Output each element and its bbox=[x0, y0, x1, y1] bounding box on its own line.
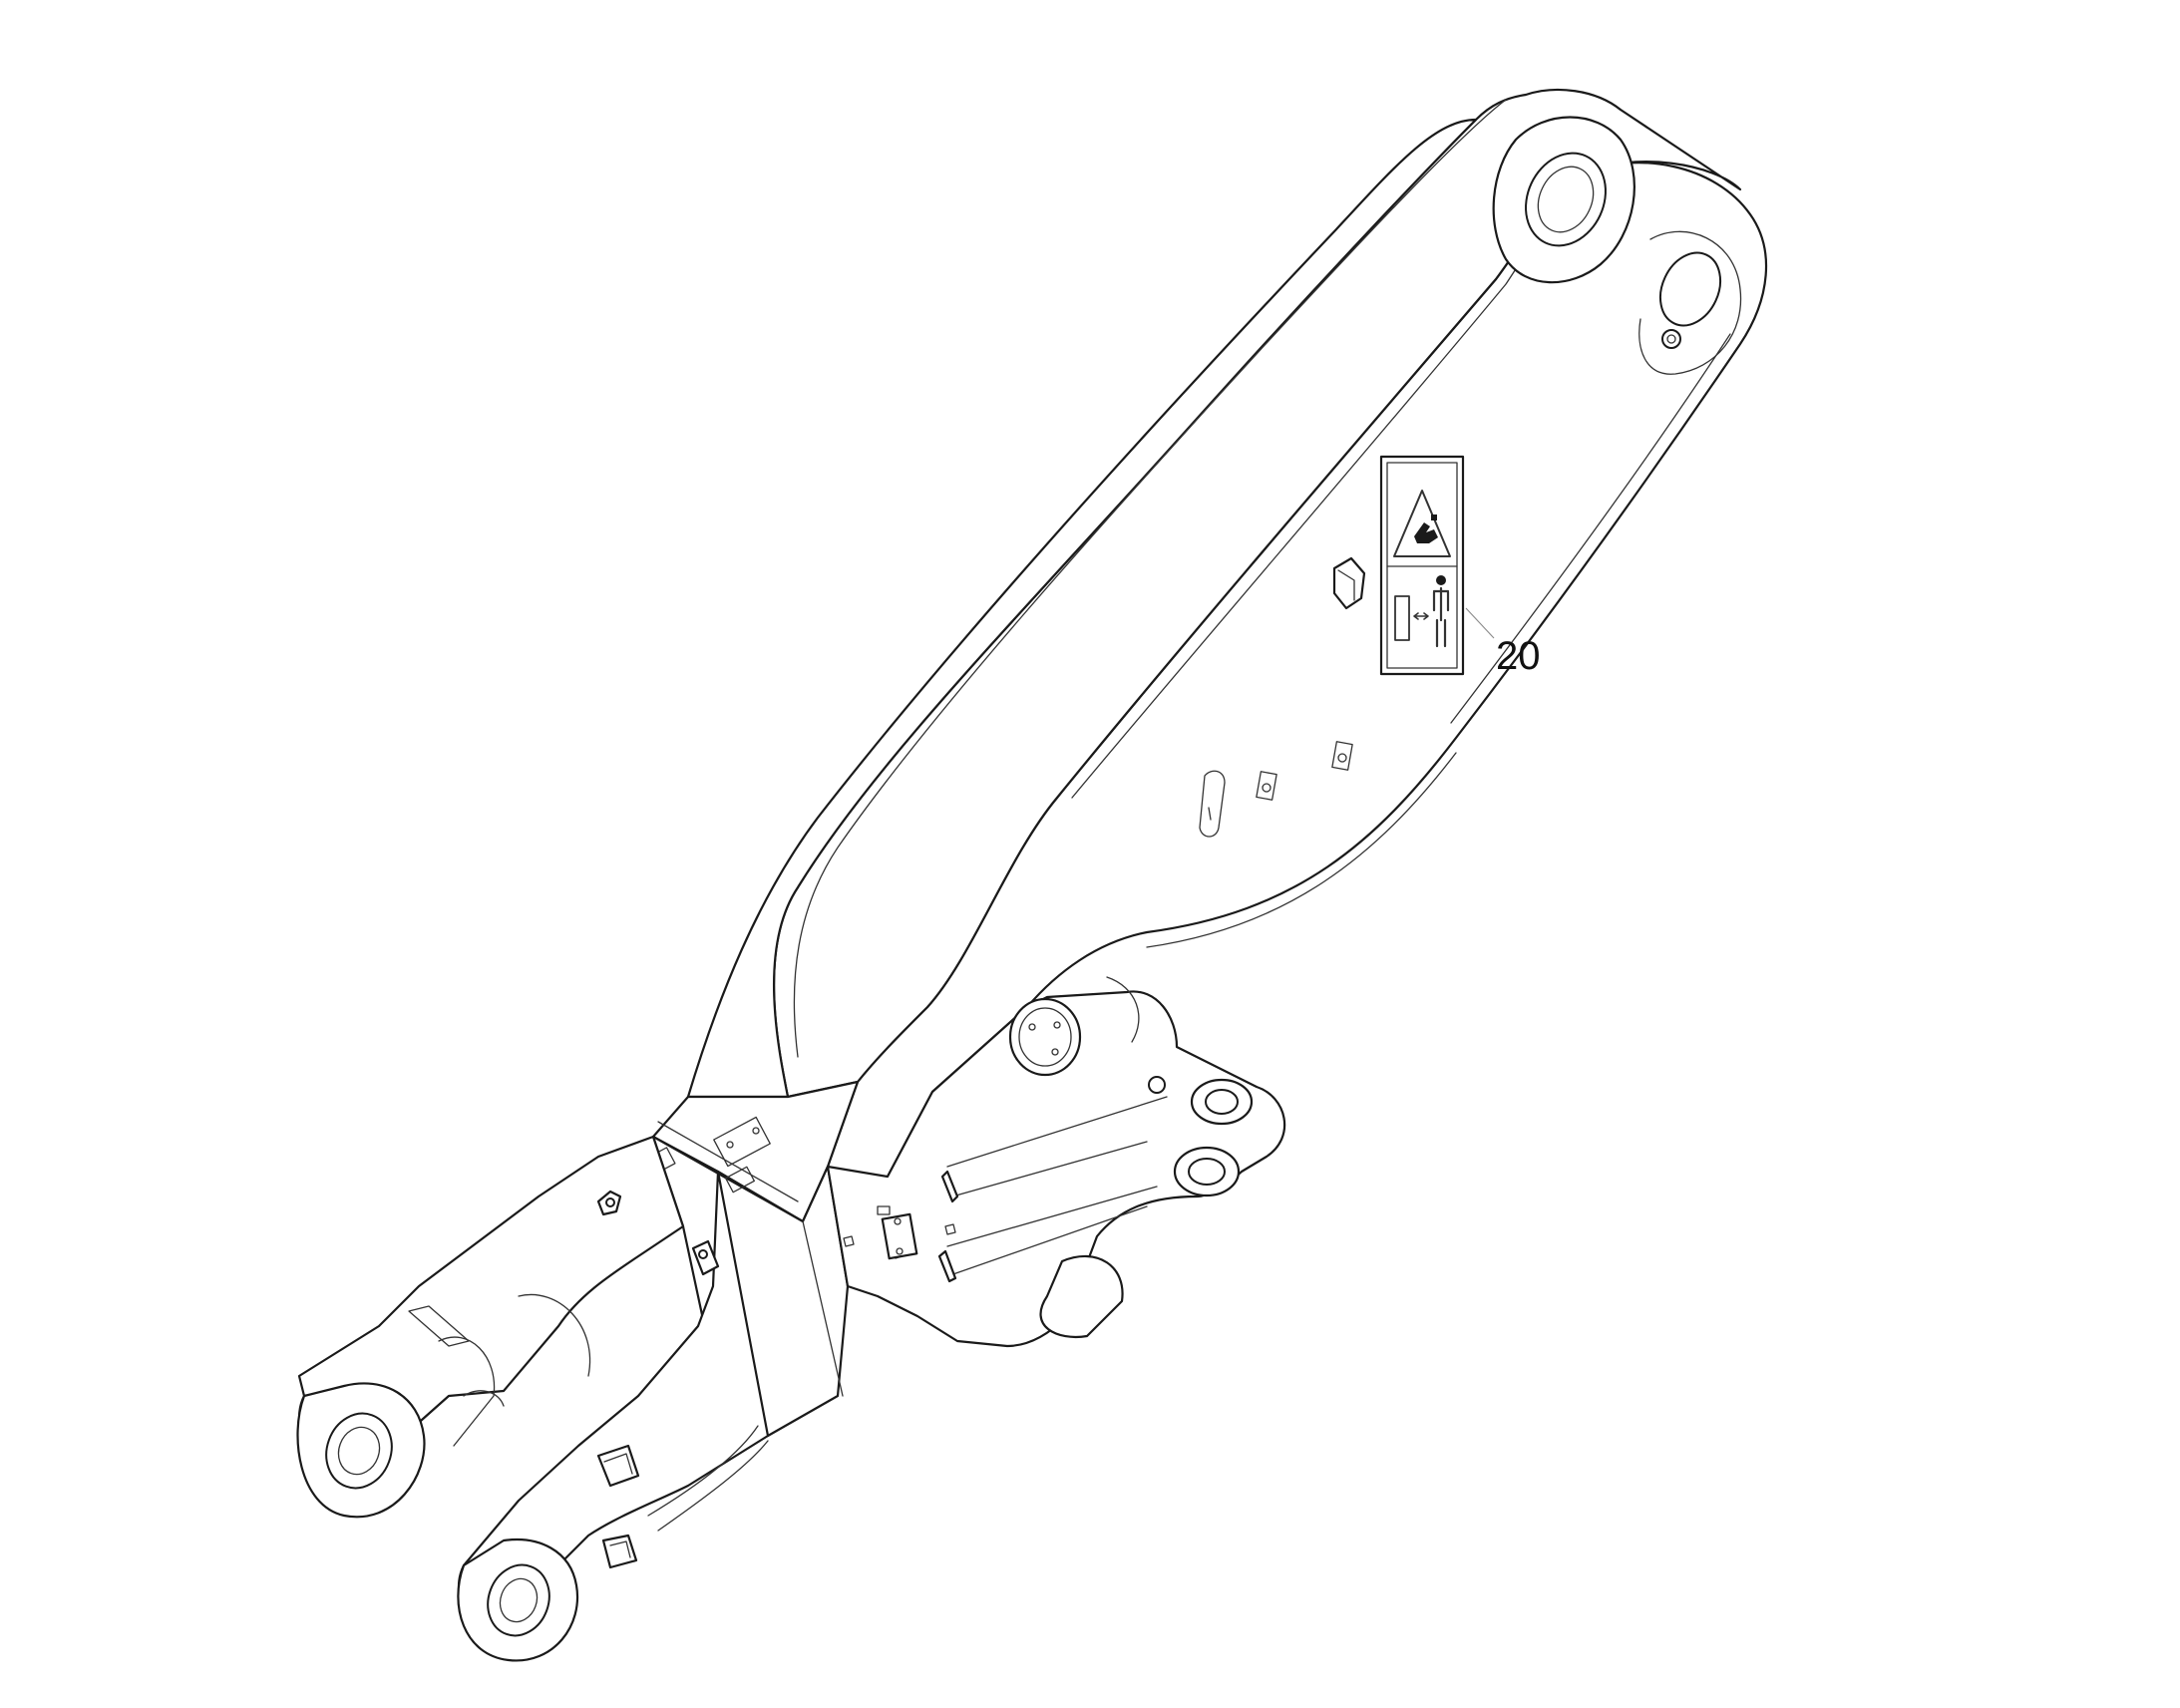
side-plate-details bbox=[1199, 741, 1353, 838]
falling-object-warning-icon bbox=[1393, 490, 1451, 557]
boom-head-pivot bbox=[1492, 116, 1742, 375]
safety-decal bbox=[1379, 455, 1465, 676]
callout-number-20: 20 bbox=[1496, 634, 1541, 678]
keep-distance-person-icon bbox=[1394, 575, 1450, 648]
boom-base bbox=[646, 976, 1286, 1438]
boom-main-body bbox=[686, 88, 1768, 1187]
mounting-bracket bbox=[1332, 556, 1366, 610]
boom-foot-fork bbox=[296, 1135, 770, 1662]
callout-leader bbox=[1465, 607, 1495, 639]
